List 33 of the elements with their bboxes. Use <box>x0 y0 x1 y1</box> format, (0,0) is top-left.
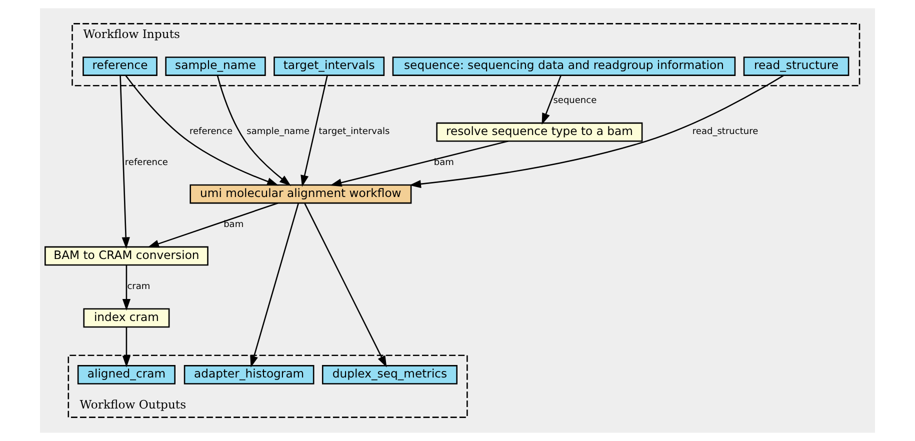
edge-label: read_structure <box>692 127 758 138</box>
arrow <box>409 74 784 188</box>
edge-label: target_intervals <box>318 127 390 138</box>
node-box: adapter_histogram <box>184 365 314 384</box>
arrow <box>122 327 131 368</box>
edge-label: bam <box>224 220 244 230</box>
edge-label: reference <box>124 158 168 168</box>
node-box: sequence: sequencing data and readgroup information <box>392 56 736 76</box>
arrow <box>304 203 387 368</box>
edge-label: bam <box>434 158 454 168</box>
node-box: duplex_seq_metrics <box>322 365 458 384</box>
arrow <box>125 74 279 186</box>
edge-label: cram <box>127 282 150 292</box>
node-box: target_intervals <box>274 56 385 76</box>
arrow <box>120 76 130 249</box>
node-box: index cram <box>83 308 170 328</box>
node-box: reference <box>82 56 158 76</box>
node-box: BAM to CRAM conversion <box>44 246 208 266</box>
arrow <box>250 203 299 368</box>
node-box: aligned_cram <box>77 365 176 384</box>
arrow <box>542 75 562 125</box>
node-box: resolve sequence type to a bam <box>436 122 643 142</box>
arrow <box>122 265 131 311</box>
arrow <box>147 202 278 248</box>
node-box: umi molecular alignment workflow <box>190 184 412 204</box>
edge-label: reference <box>189 127 233 138</box>
edge-label: sequence <box>553 96 597 106</box>
arrow <box>300 75 328 187</box>
arrow <box>330 140 508 187</box>
node-box: sample_name <box>165 56 266 76</box>
arrow <box>216 75 292 186</box>
node-box: read_structure <box>743 56 850 76</box>
edge-label: sample_name <box>246 127 310 138</box>
